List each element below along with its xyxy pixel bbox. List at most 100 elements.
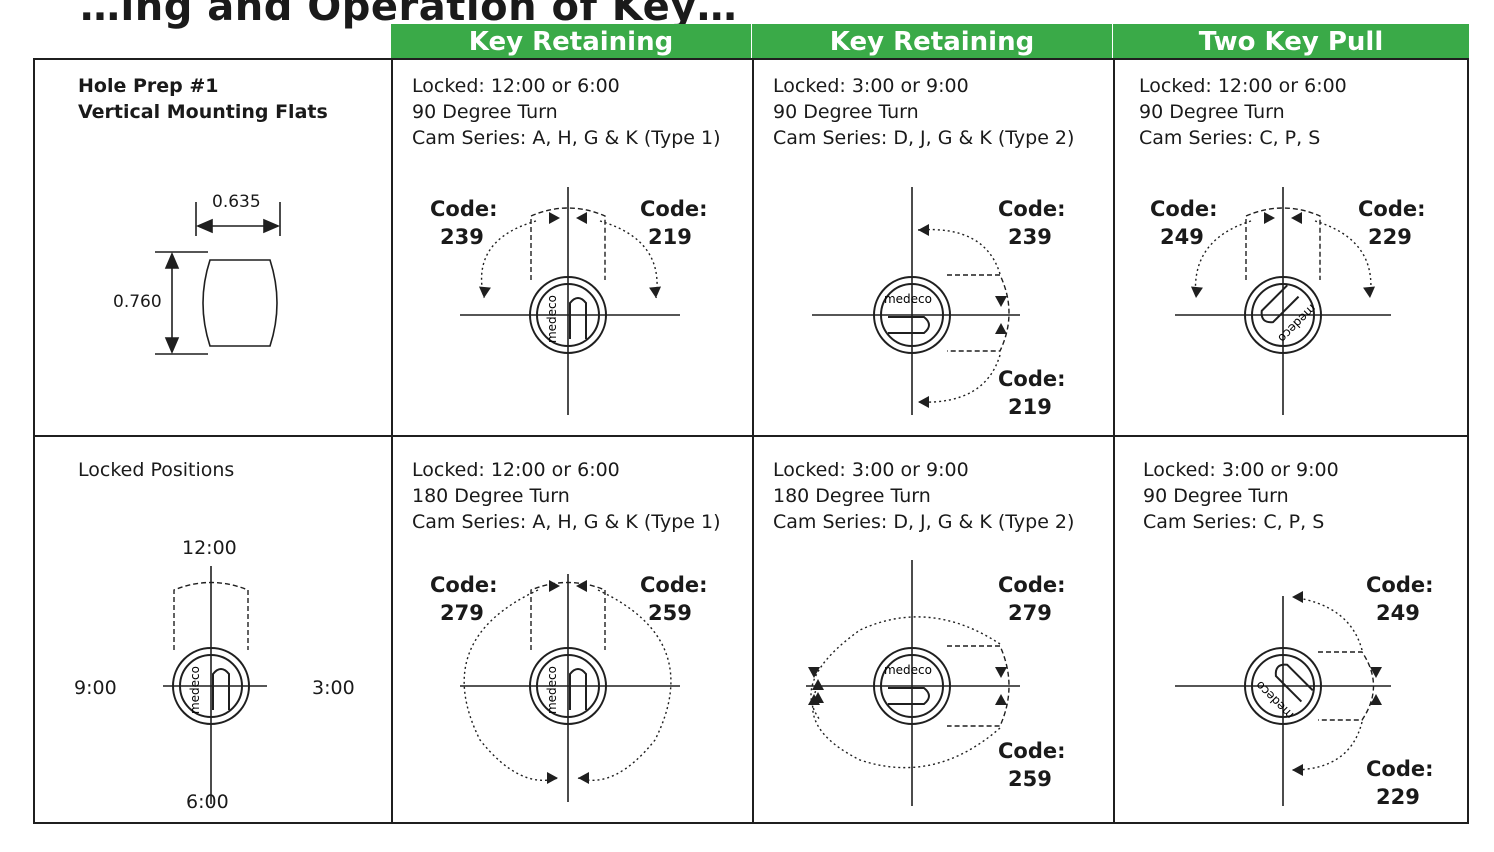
keyway: medeco — [1253, 663, 1314, 722]
arrow-head — [808, 667, 820, 678]
rotation-arc — [599, 220, 658, 299]
lock-outer-ring — [172, 647, 250, 725]
pos-3: 3:00 — [312, 677, 355, 699]
r1c2-code-a-label: Code: — [998, 197, 1066, 221]
cam-outline — [947, 645, 1010, 727]
cam-outline — [530, 581, 606, 650]
arrow-head — [1190, 286, 1203, 298]
r1c2-turn: 90 Degree Turn — [773, 101, 919, 123]
keyway: medeco — [545, 666, 587, 714]
arrow-head — [1292, 591, 1303, 603]
arrow-head — [995, 323, 1007, 334]
rotation-arc — [1314, 220, 1372, 299]
svg-text:medeco: medeco — [884, 663, 932, 677]
header-two-key-pull: Two Key Pull — [1113, 24, 1469, 58]
pos-12: 12:00 — [182, 537, 237, 559]
arrow-head — [1370, 667, 1382, 678]
r1c1-code-a-label: Code: — [430, 197, 498, 221]
keyway: medeco — [545, 295, 587, 343]
arrow-head — [1370, 694, 1382, 705]
arrow-head — [549, 212, 560, 224]
r1c3-turn: 90 Degree Turn — [1139, 101, 1285, 123]
cam-outline — [947, 274, 1010, 352]
rotation-arc — [577, 589, 672, 782]
arrow-head — [576, 580, 587, 592]
header-key-retaining-2: Key Retaining — [752, 24, 1112, 58]
r1c3-cam: Cam Series: C, P, S — [1139, 127, 1321, 149]
r2c2-cam: Cam Series: D, J, G & K (Type 2) — [773, 511, 1075, 533]
r1c1-cam: Cam Series: A, H, G & K (Type 1) — [412, 127, 721, 149]
hole-prep-title: Hole Prep #1 — [78, 75, 219, 97]
rotation-arc — [1194, 220, 1252, 299]
r2c3-code-b-num: 229 — [1376, 785, 1420, 809]
r1c3-code-a-label: Code: — [1150, 197, 1218, 221]
r1c2-code-a-num: 239 — [1008, 225, 1052, 249]
arrow-head — [918, 224, 929, 236]
arrow-head — [808, 694, 820, 705]
r1c1-locked: Locked: 12:00 or 6:00 — [412, 75, 620, 97]
svg-text:medeco: medeco — [188, 666, 202, 714]
r2c2-code-a-label: Code: — [998, 573, 1066, 597]
keyway: medeco — [1260, 284, 1319, 345]
lock-outer-ring — [529, 276, 607, 354]
svg-text:medeco: medeco — [884, 292, 932, 306]
arrow-head — [547, 772, 558, 784]
arrow-head — [478, 286, 491, 298]
lock-outer-ring — [1244, 276, 1322, 354]
keyway: medeco — [188, 666, 230, 714]
r2c3-cam: Cam Series: C, P, S — [1143, 511, 1325, 533]
lock-outer-ring — [873, 276, 951, 354]
r2c3-code-b-label: Code: — [1366, 757, 1434, 781]
r2c1-cam: Cam Series: A, H, G & K (Type 1) — [412, 511, 721, 533]
rotation-arc — [917, 354, 1001, 403]
arrow-head — [995, 667, 1007, 678]
rotation-arc — [463, 589, 559, 782]
r2c3-locked: Locked: 3:00 or 9:00 — [1143, 459, 1339, 481]
arrow-head — [549, 580, 560, 592]
r1c1-code-b-num: 219 — [648, 225, 692, 249]
cam-outline — [530, 207, 606, 280]
r1c3-code-b-num: 229 — [1368, 225, 1412, 249]
r1c2-code-b-num: 219 — [1008, 395, 1052, 419]
r2c1-code-b-label: Code: — [640, 573, 708, 597]
r1c3-locked: Locked: 12:00 or 6:00 — [1139, 75, 1347, 97]
cam-outline — [1318, 651, 1375, 721]
r1c1-code-a-num: 239 — [440, 225, 484, 249]
arrow-head — [1292, 764, 1303, 776]
r2c2-code-b-label: Code: — [998, 739, 1066, 763]
width-dimension: 0.635 — [212, 192, 261, 212]
rotation-arc — [480, 220, 537, 299]
lock-outer-ring — [529, 647, 607, 725]
r1c1-turn: 90 Degree Turn — [412, 101, 558, 123]
r1c2-cam: Cam Series: D, J, G & K (Type 2) — [773, 127, 1075, 149]
r2c1-code-a-num: 279 — [440, 601, 484, 625]
lock-outer-ring — [873, 647, 951, 725]
r2c3-code-a-num: 249 — [1376, 601, 1420, 625]
arrow-head — [995, 694, 1007, 705]
r1c3-code-a-num: 249 — [1160, 225, 1204, 249]
arrow-head — [1264, 212, 1275, 224]
lock-table — [33, 58, 1469, 824]
keyway: medeco — [884, 663, 932, 705]
arrow-head — [1291, 212, 1302, 224]
r2c3-turn: 90 Degree Turn — [1143, 485, 1289, 507]
arrow-head — [812, 679, 824, 690]
r2c3-code-a-label: Code: — [1366, 573, 1434, 597]
arrow-head — [995, 296, 1007, 307]
hole-prep-subtitle: Vertical Mounting Flats — [78, 101, 328, 123]
r2c1-turn: 180 Degree Turn — [412, 485, 570, 507]
arrow-head — [576, 212, 587, 224]
header-key-retaining-1: Key Retaining — [391, 24, 751, 58]
rotation-arc — [810, 616, 1001, 721]
height-dimension: 0.760 — [113, 292, 162, 312]
r2c2-code-a-num: 279 — [1008, 601, 1052, 625]
arrow-head — [918, 396, 929, 408]
r2c1-code-a-label: Code: — [430, 573, 498, 597]
r1c2-code-b-label: Code: — [998, 367, 1066, 391]
arrow-head — [649, 286, 662, 298]
arrow-head — [1363, 286, 1376, 298]
r2c2-turn: 180 Degree Turn — [773, 485, 931, 507]
svg-text:medeco: medeco — [545, 666, 559, 714]
